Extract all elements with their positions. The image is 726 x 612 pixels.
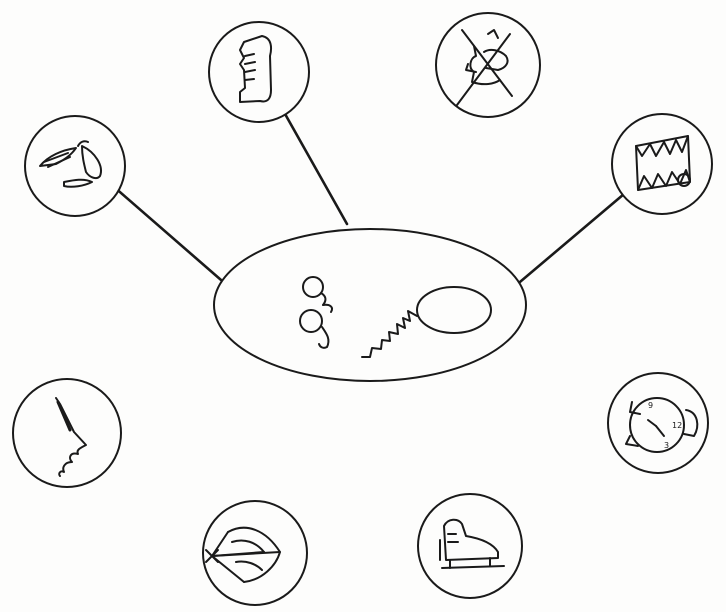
node-circle bbox=[612, 114, 712, 214]
center-node bbox=[214, 229, 526, 381]
svg-text:9: 9 bbox=[648, 401, 653, 410]
node-skates-crossed bbox=[436, 13, 540, 117]
node-parachute bbox=[203, 501, 307, 605]
connector-boot bbox=[280, 105, 347, 224]
node-banana bbox=[25, 116, 125, 216]
center-ellipse bbox=[214, 229, 526, 381]
node-circle bbox=[13, 379, 121, 487]
node-boot bbox=[209, 22, 309, 122]
svg-text:12: 12 bbox=[672, 421, 682, 430]
node-circle bbox=[608, 373, 708, 473]
node-skate bbox=[418, 494, 522, 598]
svg-text:3: 3 bbox=[664, 441, 669, 450]
node-drum bbox=[612, 114, 712, 214]
node-nose bbox=[13, 379, 121, 487]
connector-banana bbox=[113, 186, 236, 293]
node-circle bbox=[418, 494, 522, 598]
node-clock: 9 12 3 bbox=[608, 373, 708, 473]
